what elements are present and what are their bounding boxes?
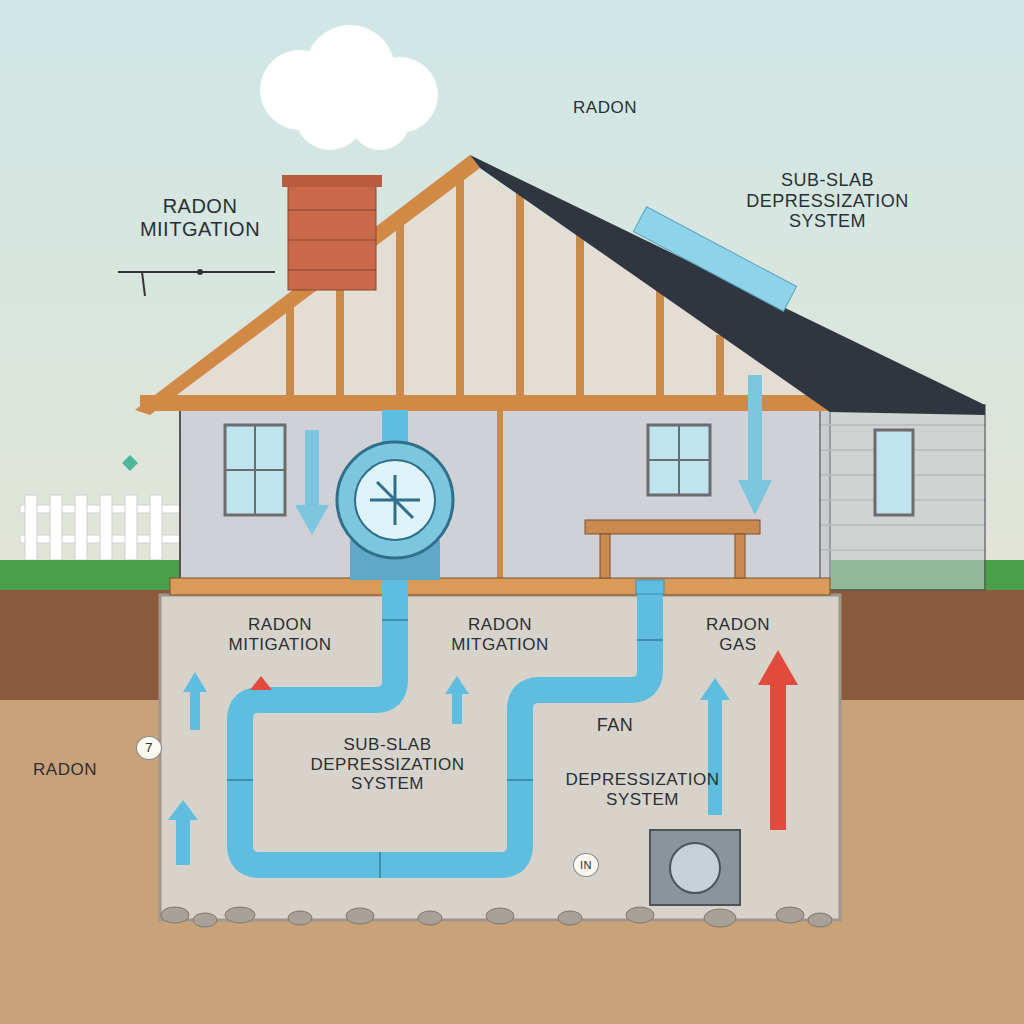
callout-number: IN [573,853,599,877]
title-label: RADON [560,98,650,118]
part-label: RADON MITGATION [430,615,570,654]
system-label: SUB-SLAB DEPRESSIZATION SYSTEM [275,735,500,794]
system-label: DEPRESSIZATION SYSTEM [545,770,740,809]
part-label: RADON MITIGATION [205,615,355,654]
system-label: SUB-SLAB DEPRESSIZATION SYSTEM [720,170,935,232]
part-label: RADON [20,760,110,780]
part-label: RADON GAS [688,615,788,654]
callout-number: 7 [136,736,162,760]
section-label: RADON MIITGATION [120,195,280,241]
part-label: FAN [585,715,645,736]
